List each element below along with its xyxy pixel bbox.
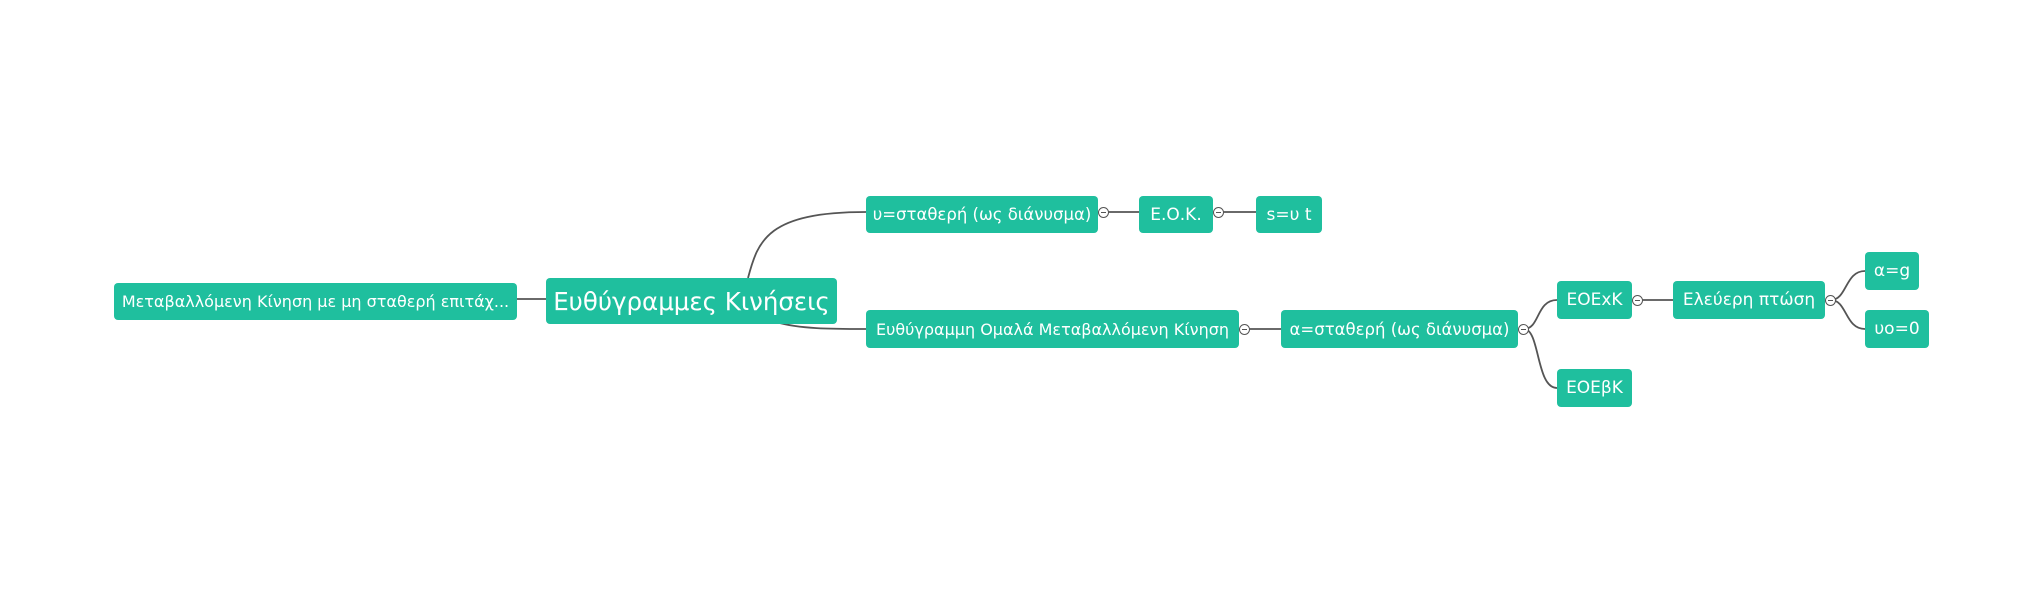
collapse-icon[interactable] bbox=[1239, 324, 1250, 335]
left-branch-label: Μεταβαλλόμενη Κίνηση με μη σταθερή επιτά… bbox=[121, 292, 510, 311]
constant-acceleration-label: α=σταθερή (ως διάνυσμα) bbox=[1289, 319, 1510, 339]
connector-freefall-v0 bbox=[1830, 299, 1866, 330]
a-equals-g-label: α=g bbox=[1873, 261, 1911, 281]
a-equals-g-node[interactable]: α=g bbox=[1865, 252, 1919, 290]
eoexk-label: ΕΟΕxΚ bbox=[1566, 290, 1623, 310]
eoebk-node[interactable]: ΕΟΕβΚ bbox=[1557, 369, 1632, 407]
uniform-velocity-label: υ=σταθερή (ως διάνυσμα) bbox=[872, 205, 1092, 224]
accelerated-motion-label: Ευθύγραμμη Ομαλά Μεταβαλλόμενη Κίνηση bbox=[876, 319, 1229, 339]
connector-constant-eoebk bbox=[1523, 328, 1558, 389]
root-node[interactable]: Ευθύγραμμες Κινήσεις bbox=[546, 278, 837, 324]
root-label: Ευθύγραμμες Κινήσεις bbox=[553, 286, 830, 316]
left-branch-node[interactable]: Μεταβαλλόμενη Κίνηση με μη σταθερή επιτά… bbox=[114, 283, 517, 320]
connector-freefall-ag bbox=[1830, 270, 1866, 301]
uniform-velocity-node[interactable]: υ=σταθερή (ως διάνυσμα) bbox=[866, 196, 1098, 233]
collapse-icon[interactable] bbox=[1213, 207, 1224, 218]
free-fall-label: Ελεύερη πτώση bbox=[1682, 290, 1816, 310]
eoebk-label: ΕΟΕβΚ bbox=[1566, 378, 1623, 398]
constant-acceleration-node[interactable]: α=σταθερή (ως διάνυσμα) bbox=[1281, 310, 1518, 348]
collapse-icon[interactable] bbox=[1632, 295, 1643, 306]
connector-root-uniform bbox=[747, 211, 867, 279]
collapse-icon[interactable] bbox=[1825, 295, 1836, 306]
eoexk-node[interactable]: ΕΟΕxΚ bbox=[1557, 281, 1632, 319]
free-fall-node[interactable]: Ελεύερη πτώση bbox=[1673, 281, 1825, 319]
v0-equals-zero-label: υο=0 bbox=[1874, 319, 1920, 339]
eok-label: Ε.Ο.Κ. bbox=[1150, 204, 1202, 225]
v0-equals-zero-node[interactable]: υο=0 bbox=[1865, 310, 1929, 348]
collapse-icon[interactable] bbox=[1518, 324, 1529, 335]
formula-node[interactable]: s=υ t bbox=[1256, 196, 1322, 233]
accelerated-motion-node[interactable]: Ευθύγραμμη Ομαλά Μεταβαλλόμενη Κίνηση bbox=[866, 310, 1239, 348]
collapse-icon[interactable] bbox=[1098, 207, 1109, 218]
connector-constant-eoexk bbox=[1523, 299, 1558, 330]
eok-node[interactable]: Ε.Ο.Κ. bbox=[1139, 196, 1213, 233]
formula-label: s=υ t bbox=[1266, 204, 1312, 225]
